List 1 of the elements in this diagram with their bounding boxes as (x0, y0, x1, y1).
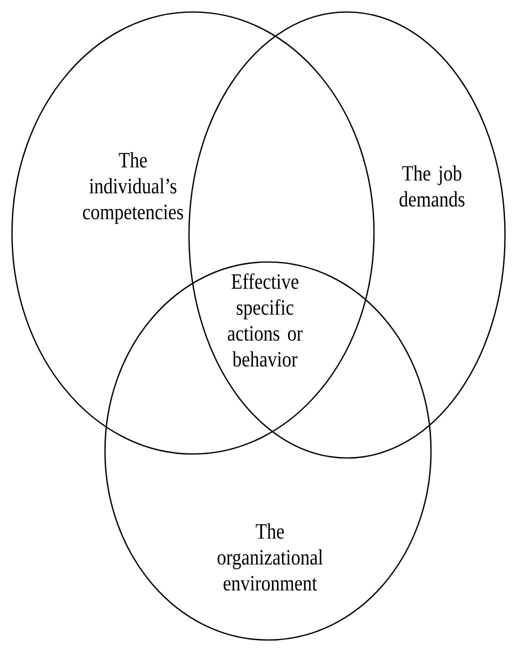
overlap-label: Effective specific actions or behavior (228, 273, 303, 367)
